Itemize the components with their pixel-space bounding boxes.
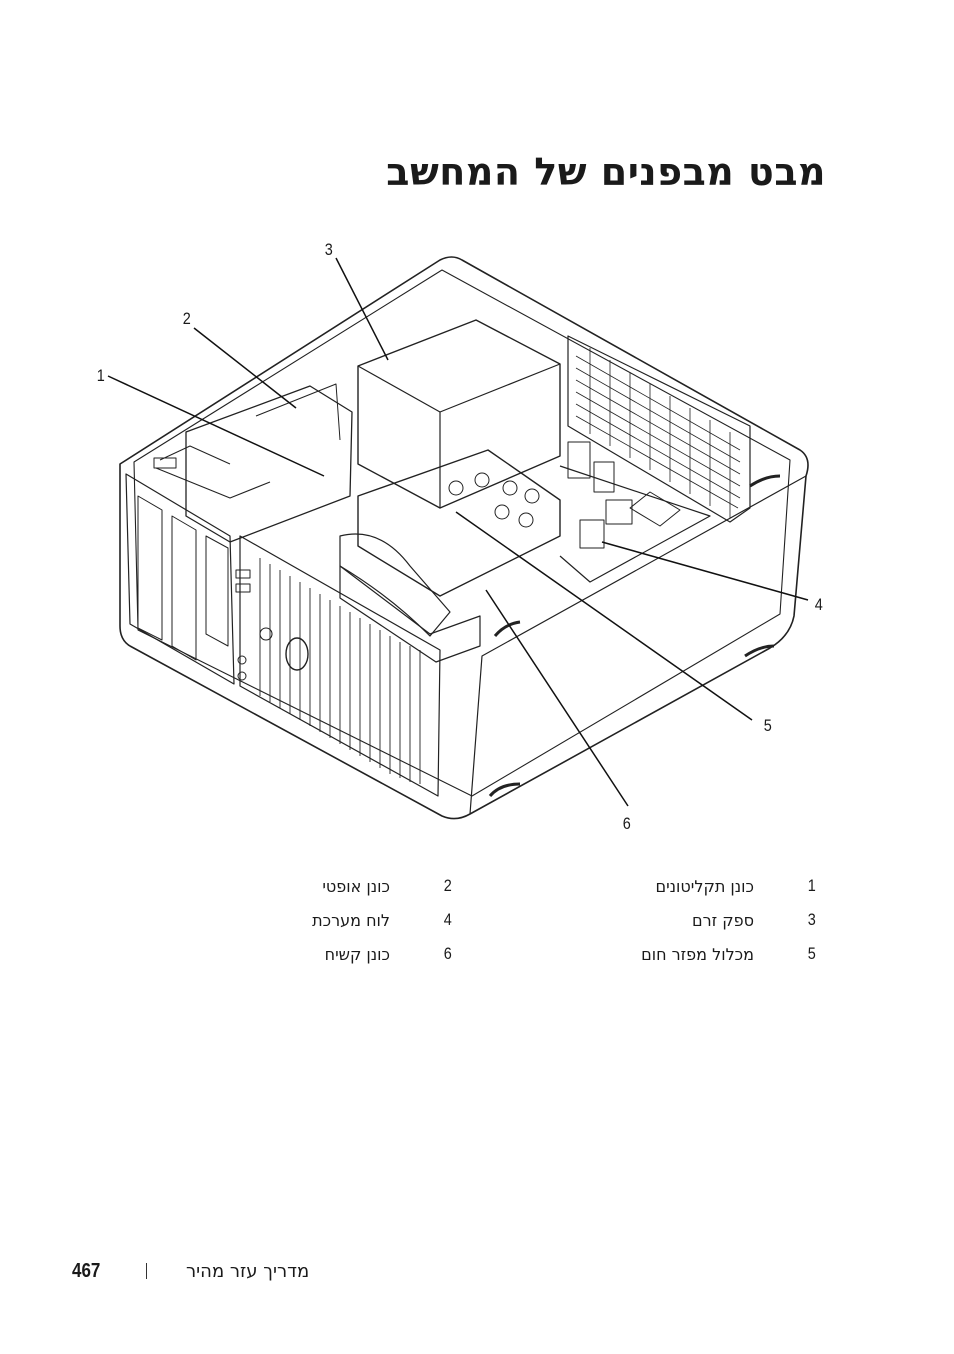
leader-line-6 bbox=[485, 589, 629, 807]
legend-item: 6 כונן קשיח bbox=[325, 942, 454, 966]
legend-number: 2 bbox=[443, 876, 452, 895]
legend-item: 2 כונן אופטי bbox=[322, 874, 454, 898]
legend-label: מכלול מפזר חום bbox=[641, 944, 754, 964]
leader-line-4 bbox=[601, 541, 809, 601]
power-button bbox=[259, 627, 273, 641]
heat-sink bbox=[357, 449, 561, 597]
legend-item: 4 לוח מערכת bbox=[312, 908, 454, 932]
callout-4: 4 bbox=[814, 595, 823, 614]
leader-line-2 bbox=[193, 327, 297, 409]
legend-item: 5 מכלול מפזר חום bbox=[641, 942, 818, 966]
footer-divider bbox=[146, 1263, 147, 1279]
front-panel bbox=[125, 473, 235, 685]
legend-label: כונן אופטי bbox=[322, 876, 390, 896]
hard-drive bbox=[339, 565, 481, 663]
legend-number: 3 bbox=[807, 910, 816, 929]
footer-title: מדריך עזר מהיר bbox=[186, 1261, 310, 1282]
leader-line-1 bbox=[107, 375, 325, 477]
page-number: 467 bbox=[72, 1260, 101, 1282]
system-board bbox=[559, 465, 711, 583]
callout-1: 1 bbox=[96, 366, 105, 385]
legend-number: 6 bbox=[443, 944, 452, 963]
callout-2: 2 bbox=[182, 309, 191, 328]
legend-label: ספק זרם bbox=[692, 910, 754, 930]
chassis-outline bbox=[119, 256, 809, 820]
drive-cage bbox=[185, 385, 353, 543]
legend-number: 5 bbox=[807, 944, 816, 963]
legend-label: כונן קשיח bbox=[324, 944, 390, 964]
legend-number: 1 bbox=[807, 876, 816, 895]
callout-6: 6 bbox=[622, 814, 631, 833]
callout-5: 5 bbox=[763, 716, 772, 735]
legend-item: 1 כונן תקליטונים bbox=[655, 874, 818, 898]
leader-line-5 bbox=[455, 511, 753, 721]
legend-number: 4 bbox=[443, 910, 452, 929]
power-supply bbox=[357, 319, 561, 509]
legend-label: כונן תקליטונים bbox=[655, 876, 754, 896]
page-title: מבט מבפנים של המחשב bbox=[386, 150, 826, 194]
computer-interior-illustration bbox=[107, 256, 809, 820]
dell-logo bbox=[285, 637, 309, 671]
callout-3: 3 bbox=[324, 240, 333, 259]
legend-item: 3 ספק זרם bbox=[692, 908, 818, 932]
legend-label: לוח מערכת bbox=[312, 910, 390, 930]
leader-line-3 bbox=[335, 257, 389, 361]
